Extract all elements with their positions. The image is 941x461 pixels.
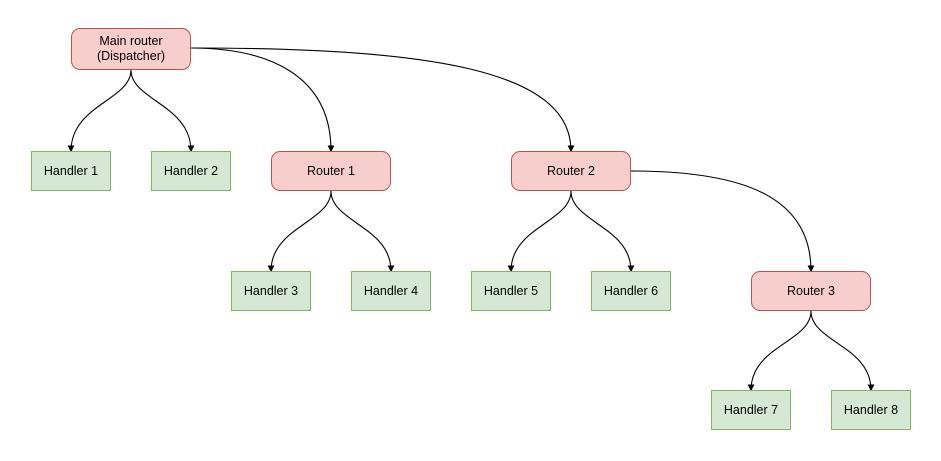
node-main-router[interactable]: Main router (Dispatcher)	[71, 28, 191, 70]
node-handler-1[interactable]: Handler 1	[31, 151, 111, 191]
edge-main-router-to-handler-1	[71, 69, 132, 151]
node-label-router-2: Router 2	[547, 163, 595, 178]
node-label-handler-7: Handler 7	[723, 402, 779, 417]
node-label-handler-4: Handler 4	[363, 283, 419, 298]
node-label-router-3: Router 3	[787, 283, 835, 298]
edge-router-2-to-handler-6	[570, 190, 631, 271]
edge-main-router-to-router-1	[190, 47, 331, 151]
edge-router-2-to-router-3	[630, 170, 811, 271]
edge-main-router-to-handler-2	[130, 69, 191, 151]
edge-router-3-to-handler-7	[751, 310, 812, 390]
edge-router-1-to-handler-4	[330, 190, 391, 271]
node-handler-2[interactable]: Handler 2	[151, 151, 231, 191]
node-label-handler-8: Handler 8	[843, 402, 899, 417]
edge-router-3-to-handler-8	[810, 310, 871, 390]
node-handler-7[interactable]: Handler 7	[711, 390, 791, 430]
node-handler-6[interactable]: Handler 6	[591, 271, 671, 311]
node-handler-8[interactable]: Handler 8	[831, 390, 911, 430]
node-label-handler-5: Handler 5	[483, 283, 539, 298]
node-handler-4[interactable]: Handler 4	[351, 271, 431, 311]
node-label-handler-1: Handler 1	[43, 163, 99, 178]
node-router-3[interactable]: Router 3	[751, 271, 871, 311]
node-handler-3[interactable]: Handler 3	[231, 271, 311, 311]
node-label-main-router: Main router (Dispatcher)	[96, 34, 166, 63]
node-label-handler-2: Handler 2	[163, 163, 219, 178]
edge-router-2-to-handler-5	[511, 190, 572, 271]
node-router-1[interactable]: Router 1	[271, 151, 391, 191]
node-router-2[interactable]: Router 2	[511, 151, 631, 191]
edge-main-router-to-router-2	[190, 47, 571, 151]
node-handler-5[interactable]: Handler 5	[471, 271, 551, 311]
node-label-handler-6: Handler 6	[603, 283, 659, 298]
edges-group	[71, 47, 871, 390]
node-label-handler-3: Handler 3	[243, 283, 299, 298]
edge-router-1-to-handler-3	[271, 190, 332, 271]
node-label-router-1: Router 1	[307, 163, 355, 178]
